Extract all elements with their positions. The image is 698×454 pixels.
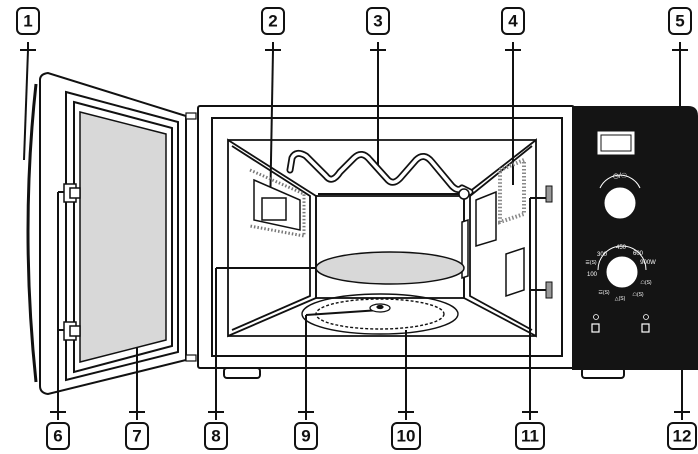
callout-9: 9 <box>294 422 318 450</box>
callout-1: 1 <box>16 7 40 35</box>
control-panel <box>572 106 698 370</box>
mode-mark-2: ☲(S) <box>598 290 609 296</box>
interlock-parts <box>461 190 525 298</box>
callout-8: 8 <box>204 422 228 450</box>
svg-text:6: 6 <box>53 427 62 446</box>
door-latch-lower <box>63 321 81 341</box>
svg-text:8: 8 <box>211 427 220 446</box>
callout-7: 7 <box>125 422 149 450</box>
callout-4: 4 <box>501 7 525 35</box>
power-knob-scale <box>597 245 647 271</box>
callout-10: 10 <box>391 422 421 450</box>
svg-text:9: 9 <box>301 427 310 446</box>
power-300: 300 <box>597 252 608 258</box>
door-safety-lock-system <box>545 185 553 299</box>
eco-icon <box>593 314 599 320</box>
eco-button[interactable] <box>591 323 600 333</box>
power-450: 450 <box>616 245 627 251</box>
svg-text:4: 4 <box>508 12 518 31</box>
leader-ticks <box>20 49 690 413</box>
svg-text:12: 12 <box>673 427 692 446</box>
display-window <box>597 131 635 155</box>
power-100: 100 <box>587 272 598 278</box>
callout-6: 6 <box>46 422 70 450</box>
right-vent-grid <box>498 157 526 225</box>
mode-mark-3: △(S) <box>615 296 626 302</box>
door-latch-upper <box>63 183 81 203</box>
svg-text:2: 2 <box>268 12 277 31</box>
door-hinges <box>185 112 197 362</box>
svg-text:7: 7 <box>132 427 141 446</box>
svg-text:10: 10 <box>397 427 416 446</box>
power-600: 600 <box>633 251 644 257</box>
oven-cavity <box>227 138 537 338</box>
timer-knob-ticks <box>599 174 641 189</box>
svg-text:1: 1 <box>23 12 32 31</box>
grill-heater-inner <box>288 151 472 194</box>
callout-11: 11 <box>515 422 545 450</box>
oven-feet <box>223 367 625 379</box>
svg-text:5: 5 <box>675 12 684 31</box>
clock-icon <box>643 314 649 320</box>
callout-5: 5 <box>668 7 692 35</box>
waveguide-cover <box>261 197 287 221</box>
glass-tray <box>315 251 465 285</box>
timer-knob-label: ◷/☉ <box>613 172 627 180</box>
callout-2: 2 <box>261 7 285 35</box>
grill-mount <box>458 188 470 200</box>
mode-mark-4: ☖(S) <box>632 292 643 298</box>
power-900w: 900W <box>640 260 656 266</box>
mode-mark-5: ☖(S) <box>640 280 651 286</box>
svg-text:3: 3 <box>373 12 382 31</box>
timer-knob[interactable] <box>604 187 636 219</box>
clock-button[interactable] <box>641 323 650 333</box>
callout-3: 3 <box>366 7 390 35</box>
power-function-knob[interactable] <box>606 256 638 288</box>
door-glass-window <box>79 111 167 363</box>
roller-ring <box>301 293 459 335</box>
callout-12: 12 <box>667 422 697 450</box>
svg-text:11: 11 <box>521 427 539 446</box>
mode-mark-1: ☰(S) <box>585 260 596 266</box>
turntable-shaft <box>369 303 391 313</box>
